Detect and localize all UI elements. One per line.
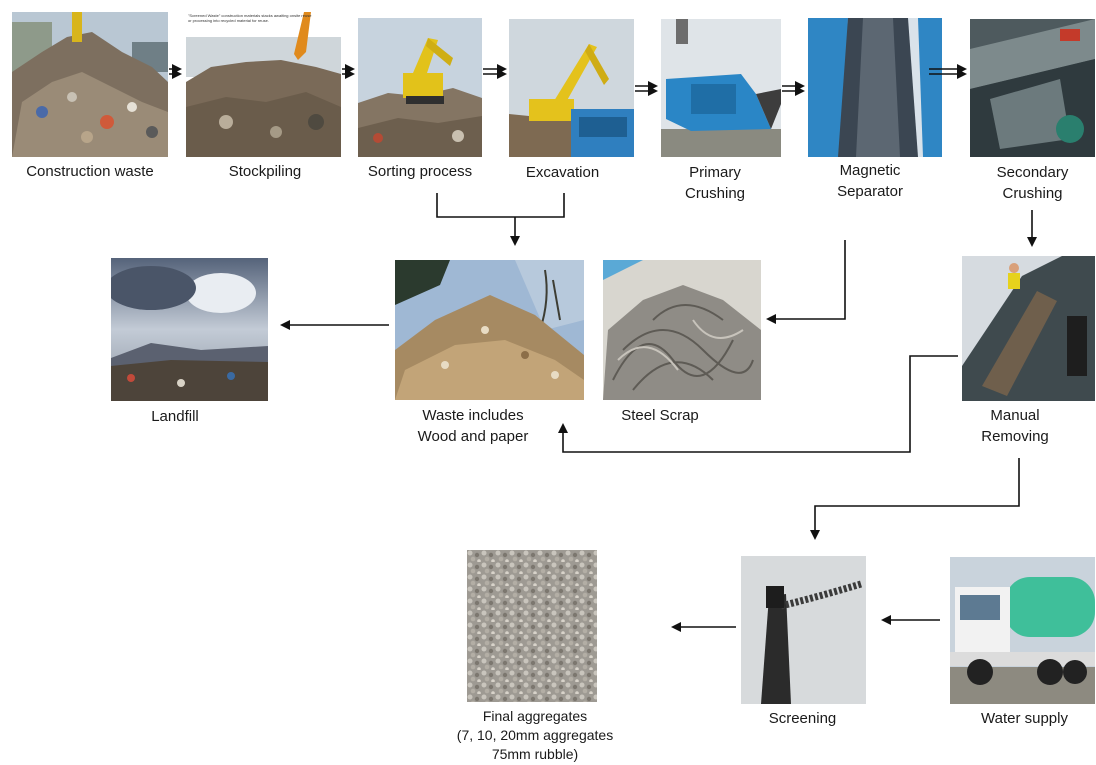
final-aggregates-photo xyxy=(467,550,597,702)
water-supply-label: Water supply xyxy=(981,710,1068,727)
primary-crushing-label: Primary Crushing xyxy=(684,164,746,202)
manual-removing-label: Manual Removing xyxy=(981,407,1049,445)
arrow-manual-to-waste xyxy=(558,355,958,453)
screening-photo xyxy=(741,556,866,704)
arrow-sorting-excavation-to-waste xyxy=(436,193,565,244)
landfill-label: Landfill xyxy=(151,408,199,425)
final-aggregates-label: Final aggregates (7, 10, 20mm aggregates… xyxy=(456,708,614,762)
arrow-excavation-to-primary xyxy=(635,81,658,96)
water-supply-photo xyxy=(950,557,1095,704)
landfill-photo xyxy=(111,258,268,401)
arrow-manual-to-screening xyxy=(810,458,1020,540)
arrow-stockpiling-to-sorting xyxy=(342,64,355,79)
excavation-label: Excavation xyxy=(525,164,600,181)
waste-wood-paper-photo xyxy=(395,260,584,400)
magnetic-separator-photo xyxy=(808,18,942,157)
primary-crushing-photo xyxy=(661,19,781,157)
stockpiling-photo-caption: "Screened Waste" construction materials … xyxy=(188,13,312,23)
sorting-process-label: Sorting process xyxy=(367,163,473,180)
waste-wood-paper-label: Waste includes Wood and paper xyxy=(417,407,529,445)
stockpiling-photo: "Screened Waste" construction materials … xyxy=(186,12,341,157)
magnetic-separator-label: Magnetic Separator xyxy=(837,162,903,200)
sorting-process-photo xyxy=(358,18,482,157)
secondary-crushing-photo xyxy=(970,19,1095,157)
excavation-photo xyxy=(509,19,634,157)
manual-removing-photo xyxy=(962,256,1095,401)
stockpiling-label: Stockpiling xyxy=(228,163,302,180)
construction-waste-photo xyxy=(12,12,168,157)
construction-waste-label: Construction waste xyxy=(26,163,154,180)
steel-scrap-photo xyxy=(603,260,761,400)
arrow-sorting-to-excavation xyxy=(483,64,507,79)
arrow-primary-to-magnetic xyxy=(782,81,805,96)
steel-scrap-label: Steel Scrap xyxy=(621,407,699,424)
screening-label: Screening xyxy=(768,710,837,727)
secondary-crushing-label: Secondary Crushing xyxy=(996,164,1069,202)
arrow-magnetic-to-secondary xyxy=(929,64,967,79)
arrow-magnetic-to-steel-scrap xyxy=(766,240,846,324)
arrow-construction-to-stockpiling xyxy=(169,64,182,79)
